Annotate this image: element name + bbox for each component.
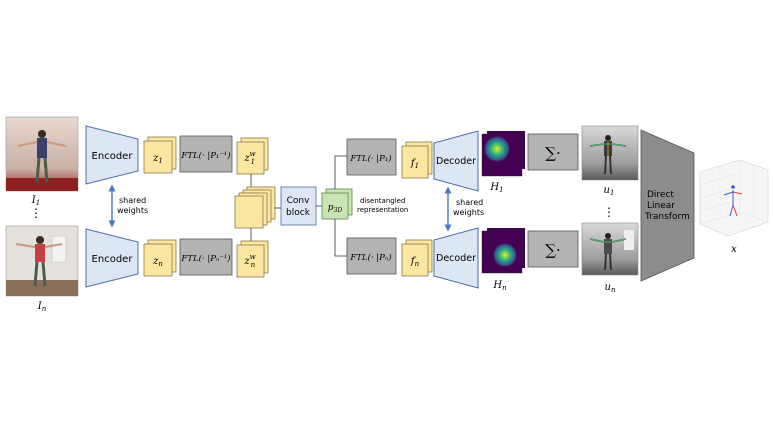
softargmax-bottom-symbol: ∑· xyxy=(545,241,560,259)
p3d-representation: p3D xyxy=(321,188,353,220)
softargmax-top-symbol: ∑· xyxy=(545,144,560,162)
input-label-top: I1 xyxy=(31,195,40,207)
dlt-line3: Transform xyxy=(644,212,690,222)
decoder-top-label: Decoder xyxy=(436,156,476,167)
encoder-bottom-label: Encoder xyxy=(92,254,134,265)
output-label-bottom: un xyxy=(605,282,616,294)
latent-zn: zn xyxy=(143,239,177,277)
ftl-forward-bottom-label: FTL(· |Pₙ) xyxy=(349,252,391,263)
dlt-line2: Linear xyxy=(647,201,675,211)
encoder-shared-text: shared xyxy=(119,196,146,205)
output-image-top xyxy=(581,125,639,181)
conv-block-line2: block xyxy=(286,208,311,218)
decoder-shared-text: shared xyxy=(456,198,483,207)
ftl-inverse-top-label: FTL(· |P₁⁻¹) xyxy=(180,150,230,161)
dlt-line1: Direct xyxy=(647,190,674,200)
decoder-weights-text: weights xyxy=(453,208,484,217)
feature-fn: fn xyxy=(401,239,433,277)
output-dots: ⋮ xyxy=(603,205,615,219)
branch-bottom xyxy=(334,219,347,257)
encoder-bottom: Encoder xyxy=(85,228,139,288)
softargmax-bottom: ∑· xyxy=(527,230,579,268)
heatmap-top-label: H1 xyxy=(489,182,503,194)
ftl-forward-bottom: FTL(· |Pₙ) xyxy=(346,237,397,275)
ftl-inverse-bottom-label: FTL(· |Pₙ⁻¹) xyxy=(180,253,230,264)
input-label-bottom: In xyxy=(37,301,47,313)
latent-z1-label: z1 xyxy=(152,153,163,165)
input-image-bottom xyxy=(5,225,79,297)
feature-f1-label: f1 xyxy=(410,158,419,170)
heatmap-bottom-label: Hn xyxy=(492,280,507,292)
input-dots: ⋮ xyxy=(30,206,42,220)
conv-block: Conv block xyxy=(280,186,317,226)
output-label-top: u1 xyxy=(604,185,615,197)
softargmax-top: ∑· xyxy=(527,133,579,171)
dlt-block: Direct Linear Transform xyxy=(640,129,695,282)
decoder-top: Decoder xyxy=(433,130,479,192)
result-label: x xyxy=(731,244,737,255)
ftl-forward-top-label: FTL(· |P₁) xyxy=(349,153,391,164)
conv-block-line1: Conv xyxy=(287,196,310,206)
disentangled-line1: disentangled xyxy=(360,197,405,205)
feature-f1: f1 xyxy=(401,141,433,179)
heatmap-top xyxy=(481,131,525,177)
branch-top xyxy=(334,155,347,189)
encoder-top: Encoder xyxy=(85,125,139,185)
latent-zn-label: zn xyxy=(152,256,163,268)
ftl-forward-top: FTL(· |P₁) xyxy=(346,138,397,176)
heatmap-bottom xyxy=(481,228,525,274)
ftl-inverse-bottom: FTL(· |Pₙ⁻¹) xyxy=(179,238,233,276)
output-image-bottom xyxy=(581,222,639,276)
input-image-top xyxy=(5,116,79,192)
p3d-label: p3D xyxy=(328,203,343,214)
ftl-inverse-top: FTL(· |P₁⁻¹) xyxy=(179,135,233,173)
pose-3d-plot xyxy=(699,159,769,237)
feature-fn-label: fn xyxy=(410,256,420,268)
disentangled-line2: representation xyxy=(357,206,408,214)
decoder-bottom-label: Decoder xyxy=(436,253,476,264)
fused-latent-stack xyxy=(234,186,276,229)
decoder-bottom: Decoder xyxy=(433,227,479,289)
latent-z1: z1 xyxy=(143,136,177,174)
encoder-top-label: Encoder xyxy=(92,151,134,162)
encoder-weights-text: weights xyxy=(117,206,148,215)
